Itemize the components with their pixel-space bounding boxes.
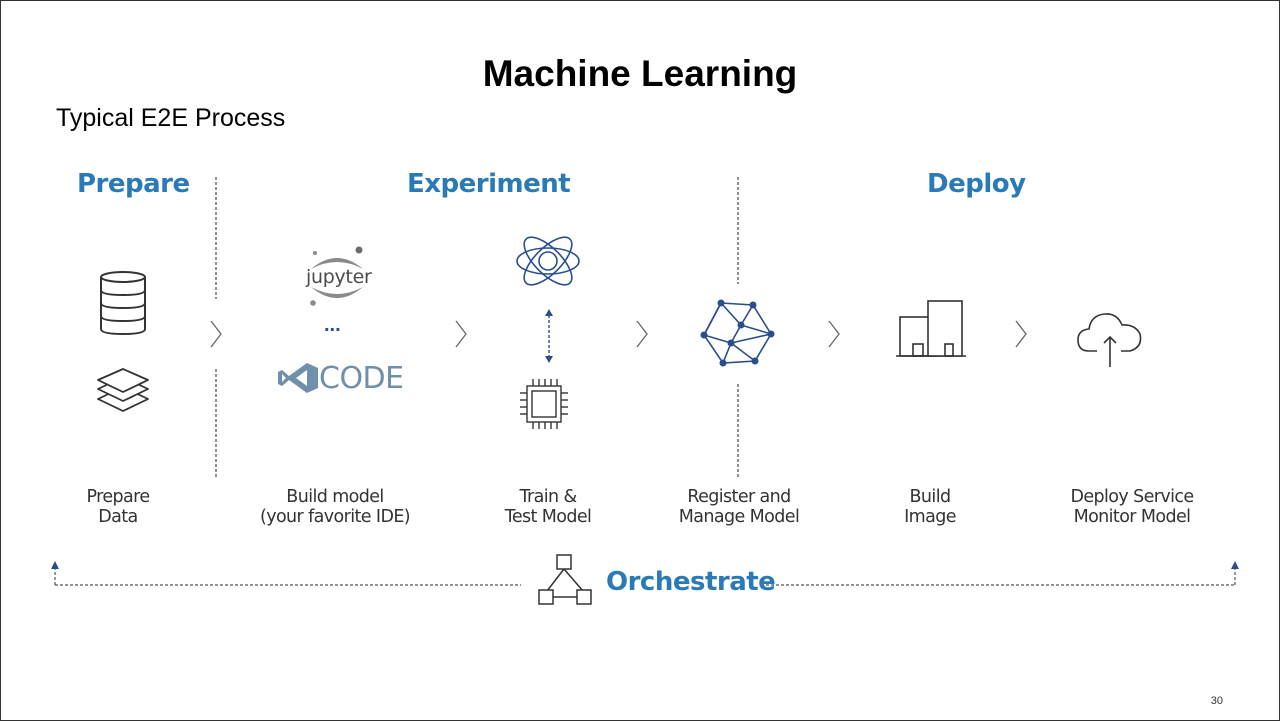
step-line: Deploy Service bbox=[1070, 487, 1194, 507]
step-register-model: Register and Manage Model bbox=[649, 487, 829, 527]
phase-experiment: Experiment bbox=[407, 169, 571, 199]
chip-icon bbox=[520, 379, 568, 429]
step-prepare-data: Prepare Data bbox=[28, 487, 208, 527]
phase-deploy: Deploy bbox=[927, 169, 1026, 199]
atom-icon bbox=[516, 236, 580, 286]
step-build-model: Build model (your favorite IDE) bbox=[245, 487, 425, 527]
network-graph-icon bbox=[700, 299, 775, 367]
step-line: (your favorite IDE) bbox=[259, 507, 411, 527]
step-line: Train & bbox=[519, 487, 578, 507]
step-deploy-service: Deploy Service Monitor Model bbox=[1042, 487, 1222, 527]
step-line: Monitor Model bbox=[1073, 507, 1191, 527]
vscode-logo-text: CODE bbox=[319, 361, 404, 396]
phase-prepare: Prepare bbox=[77, 169, 190, 199]
slide-subtitle: Typical E2E Process bbox=[56, 104, 286, 132]
slide-title: Machine Learning bbox=[482, 53, 798, 94]
step-line: Image bbox=[904, 507, 956, 527]
step-line: Manage Model bbox=[678, 507, 800, 527]
jupyter-logo-text: jupyter bbox=[306, 266, 372, 288]
step-line: Build model bbox=[286, 487, 384, 507]
buildings-icon bbox=[896, 300, 966, 357]
layers-icon bbox=[97, 368, 149, 412]
step-line: Prepare bbox=[86, 487, 150, 507]
step-train-test: Train & Test Model bbox=[458, 487, 638, 527]
chevron-right-icon bbox=[455, 320, 467, 348]
cloud-upload-icon bbox=[1077, 313, 1142, 367]
step-line: Build bbox=[909, 487, 952, 507]
step-line: Data bbox=[98, 507, 138, 527]
chevron-right-icon bbox=[828, 320, 840, 348]
step-line: Test Model bbox=[504, 507, 592, 527]
step-line: Register and bbox=[687, 487, 791, 507]
orchestrate-label: Orchestrate bbox=[606, 567, 776, 597]
chevron-right-icon bbox=[1015, 320, 1027, 348]
step-build-image: Build Image bbox=[840, 487, 1020, 527]
database-icon bbox=[100, 271, 146, 336]
vscode-logo bbox=[278, 363, 318, 393]
chevron-right-icon bbox=[636, 320, 648, 348]
bidirectional-arrow-icon bbox=[545, 309, 553, 363]
ide-ellipsis: ... bbox=[324, 314, 341, 336]
page-number: 30 bbox=[1210, 695, 1223, 707]
workflow-icon bbox=[538, 554, 592, 605]
jupyter-logo bbox=[310, 246, 363, 306]
chevron-right-icon bbox=[210, 320, 222, 348]
